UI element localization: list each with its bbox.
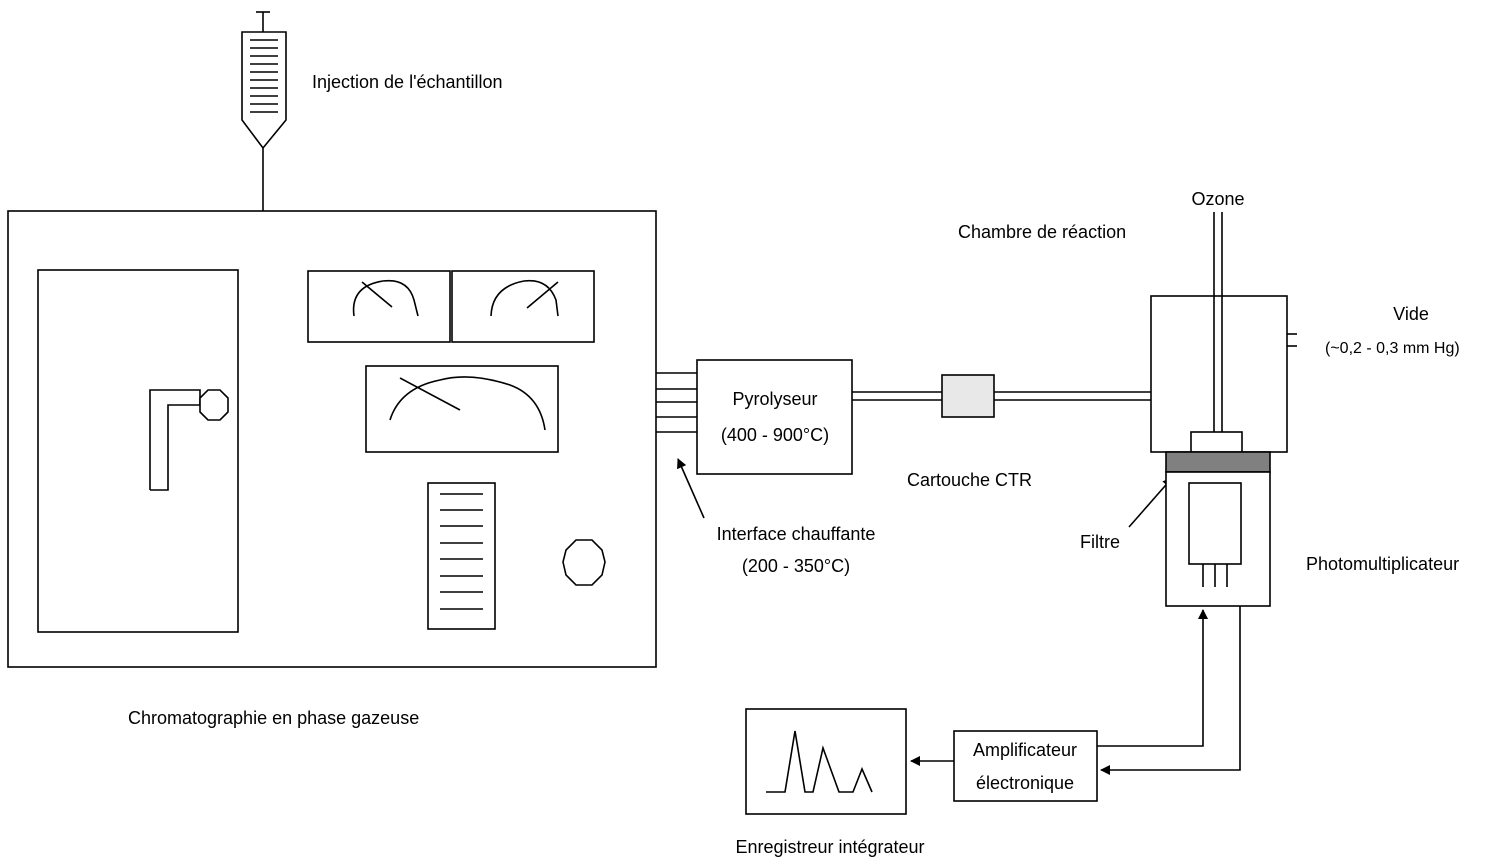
injection-label: Injection de l'échantillon [312,72,503,92]
gc-control-knob [562,539,606,586]
gc-door-knob [199,389,229,421]
amplifier-box [953,730,1098,802]
gc-oven-door [37,269,239,633]
ozone-label: Ozone [1191,189,1244,209]
ctr-label: Cartouche CTR [907,470,1032,490]
signal-line-to-pmt [1097,609,1208,747]
signal-line-from-pmt [1100,606,1241,775]
gc-gauge-3 [365,365,559,453]
gc-gauge-1 [307,270,451,343]
syringe-icon [241,11,287,211]
recorder-box [745,708,907,815]
filter-label: Filtre [1080,532,1120,552]
gc-gauge-2 [451,270,595,343]
reaction-chamber [1150,295,1288,453]
transfer-line [852,391,1196,432]
gas-chromatograph [7,210,657,668]
gc-vent-panel [427,482,496,630]
amplifier-label-line1: Amplificateur [973,740,1077,760]
filter-pointer-arrow [1128,477,1173,528]
recorder-label: Enregistreur intégrateur [735,837,924,857]
photomultiplier-pins [1202,564,1228,587]
chamber-window [1190,431,1243,453]
vacuum-label-line2: (~0,2 - 0,3 mm Hg) [1325,340,1460,357]
photomultiplier-tube [1188,482,1242,565]
amplifier-label-line2: électronique [976,773,1074,793]
vacuum-port [1287,333,1297,347]
pyrolyzer-label-line1: Pyrolyseur [732,389,817,409]
heated-interface [656,372,697,433]
ozone-inlet [1213,212,1223,432]
chromatogram-trace-icon [766,730,873,793]
pyrolyzer-label-line2: (400 - 900°C) [721,425,829,445]
interface-label-line2: (200 - 350°C) [742,556,850,576]
interface-label-line1: Interface chauffante [717,524,876,544]
interface-pointer-arrow [677,458,705,519]
filter [1165,451,1271,473]
pyrolyzer-box [696,359,853,475]
ctr-cartridge [941,374,995,418]
vacuum-label-line1: Vide [1393,304,1429,324]
chamber-label: Chambre de réaction [958,222,1126,242]
pmt-label: Photomultiplicateur [1306,554,1459,574]
gc-label: Chromatographie en phase gazeuse [128,708,419,728]
